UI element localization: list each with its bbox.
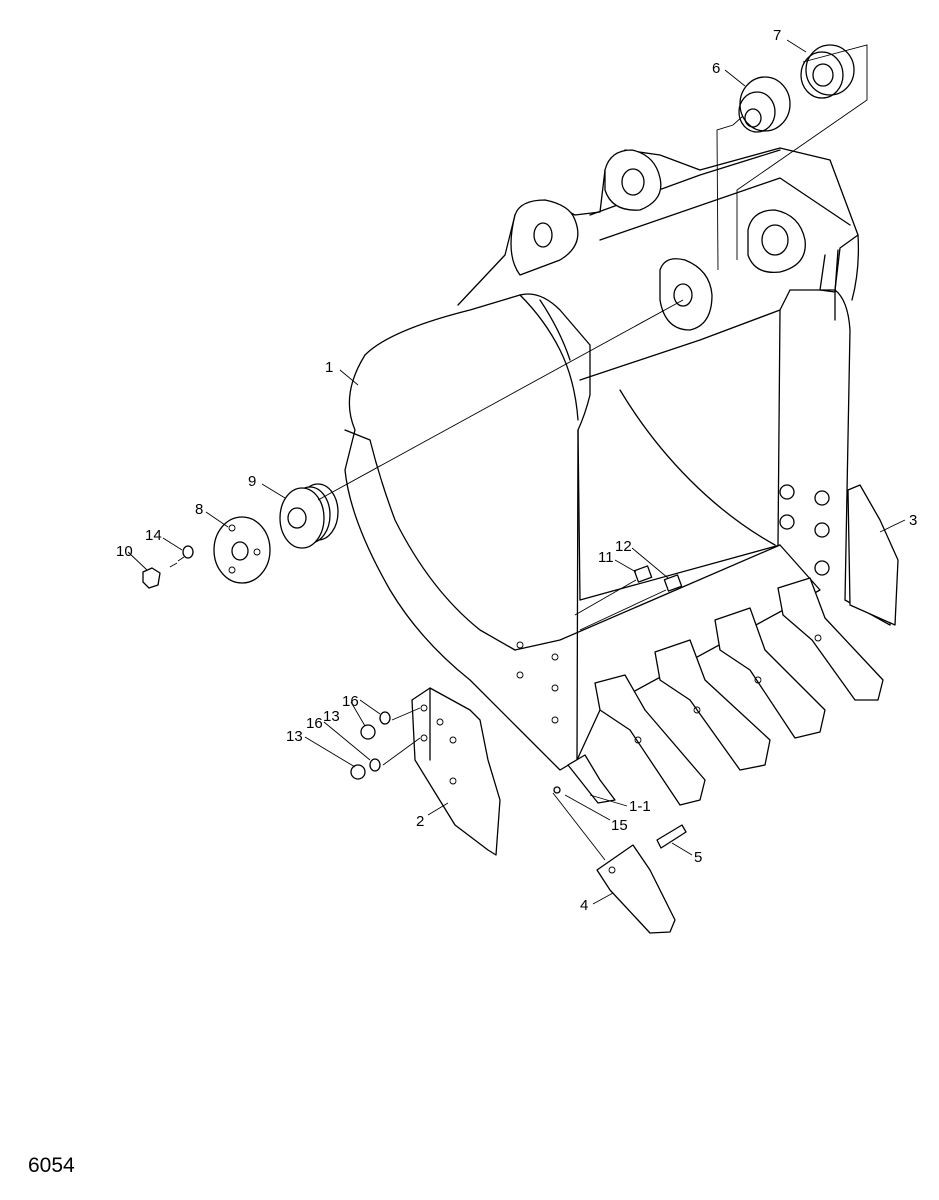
callout-13a: 13 [323, 708, 340, 725]
bushing-part-6 [738, 76, 791, 133]
shim-part-9 [279, 483, 339, 549]
tooth-part-4 [596, 844, 676, 934]
assembly-lines [169, 44, 868, 766]
callout-6: 6 [712, 60, 720, 77]
drawing-code: 6054 [28, 1154, 75, 1177]
callout-5: 5 [694, 849, 702, 866]
nut-part-13 [350, 724, 376, 780]
bucket-body [344, 147, 899, 771]
callout-11: 11 [598, 549, 614, 566]
bolt-part-11 [574, 565, 653, 616]
callout-16b: 16 [306, 715, 323, 732]
callout-2: 2 [416, 813, 424, 830]
callout-12: 12 [615, 538, 632, 555]
callout-3: 3 [909, 512, 917, 529]
plate-part-8 [213, 516, 271, 584]
side-cutter-part-2 [411, 687, 501, 856]
callout-1-1: 1-1 [629, 798, 651, 815]
washer-part-14 [182, 545, 194, 559]
callout-10: 10 [116, 543, 133, 560]
tooth-pin-part-5 [656, 824, 687, 849]
leader-lines [127, 39, 906, 905]
callout-13b: 13 [286, 728, 303, 745]
bolt-part-10 [142, 567, 161, 589]
callout-7: 7 [773, 27, 781, 44]
bolt-part-12 [579, 574, 683, 631]
washer-part-16 [369, 711, 391, 772]
callout-15: 15 [611, 817, 628, 834]
callout-1: 1 [325, 359, 333, 376]
bushing-part-7 [800, 44, 855, 99]
callout-labels: 1 7 6 9 8 14 10 11 12 16 13 16 13 2 3 1-… [116, 27, 917, 914]
callout-16a: 16 [342, 693, 359, 710]
callout-9: 9 [248, 473, 256, 490]
callout-14: 14 [145, 527, 162, 544]
callout-8: 8 [195, 501, 203, 518]
pin-part-15 [552, 786, 606, 861]
bucket-teeth [567, 577, 884, 806]
callout-4: 4 [580, 897, 588, 914]
